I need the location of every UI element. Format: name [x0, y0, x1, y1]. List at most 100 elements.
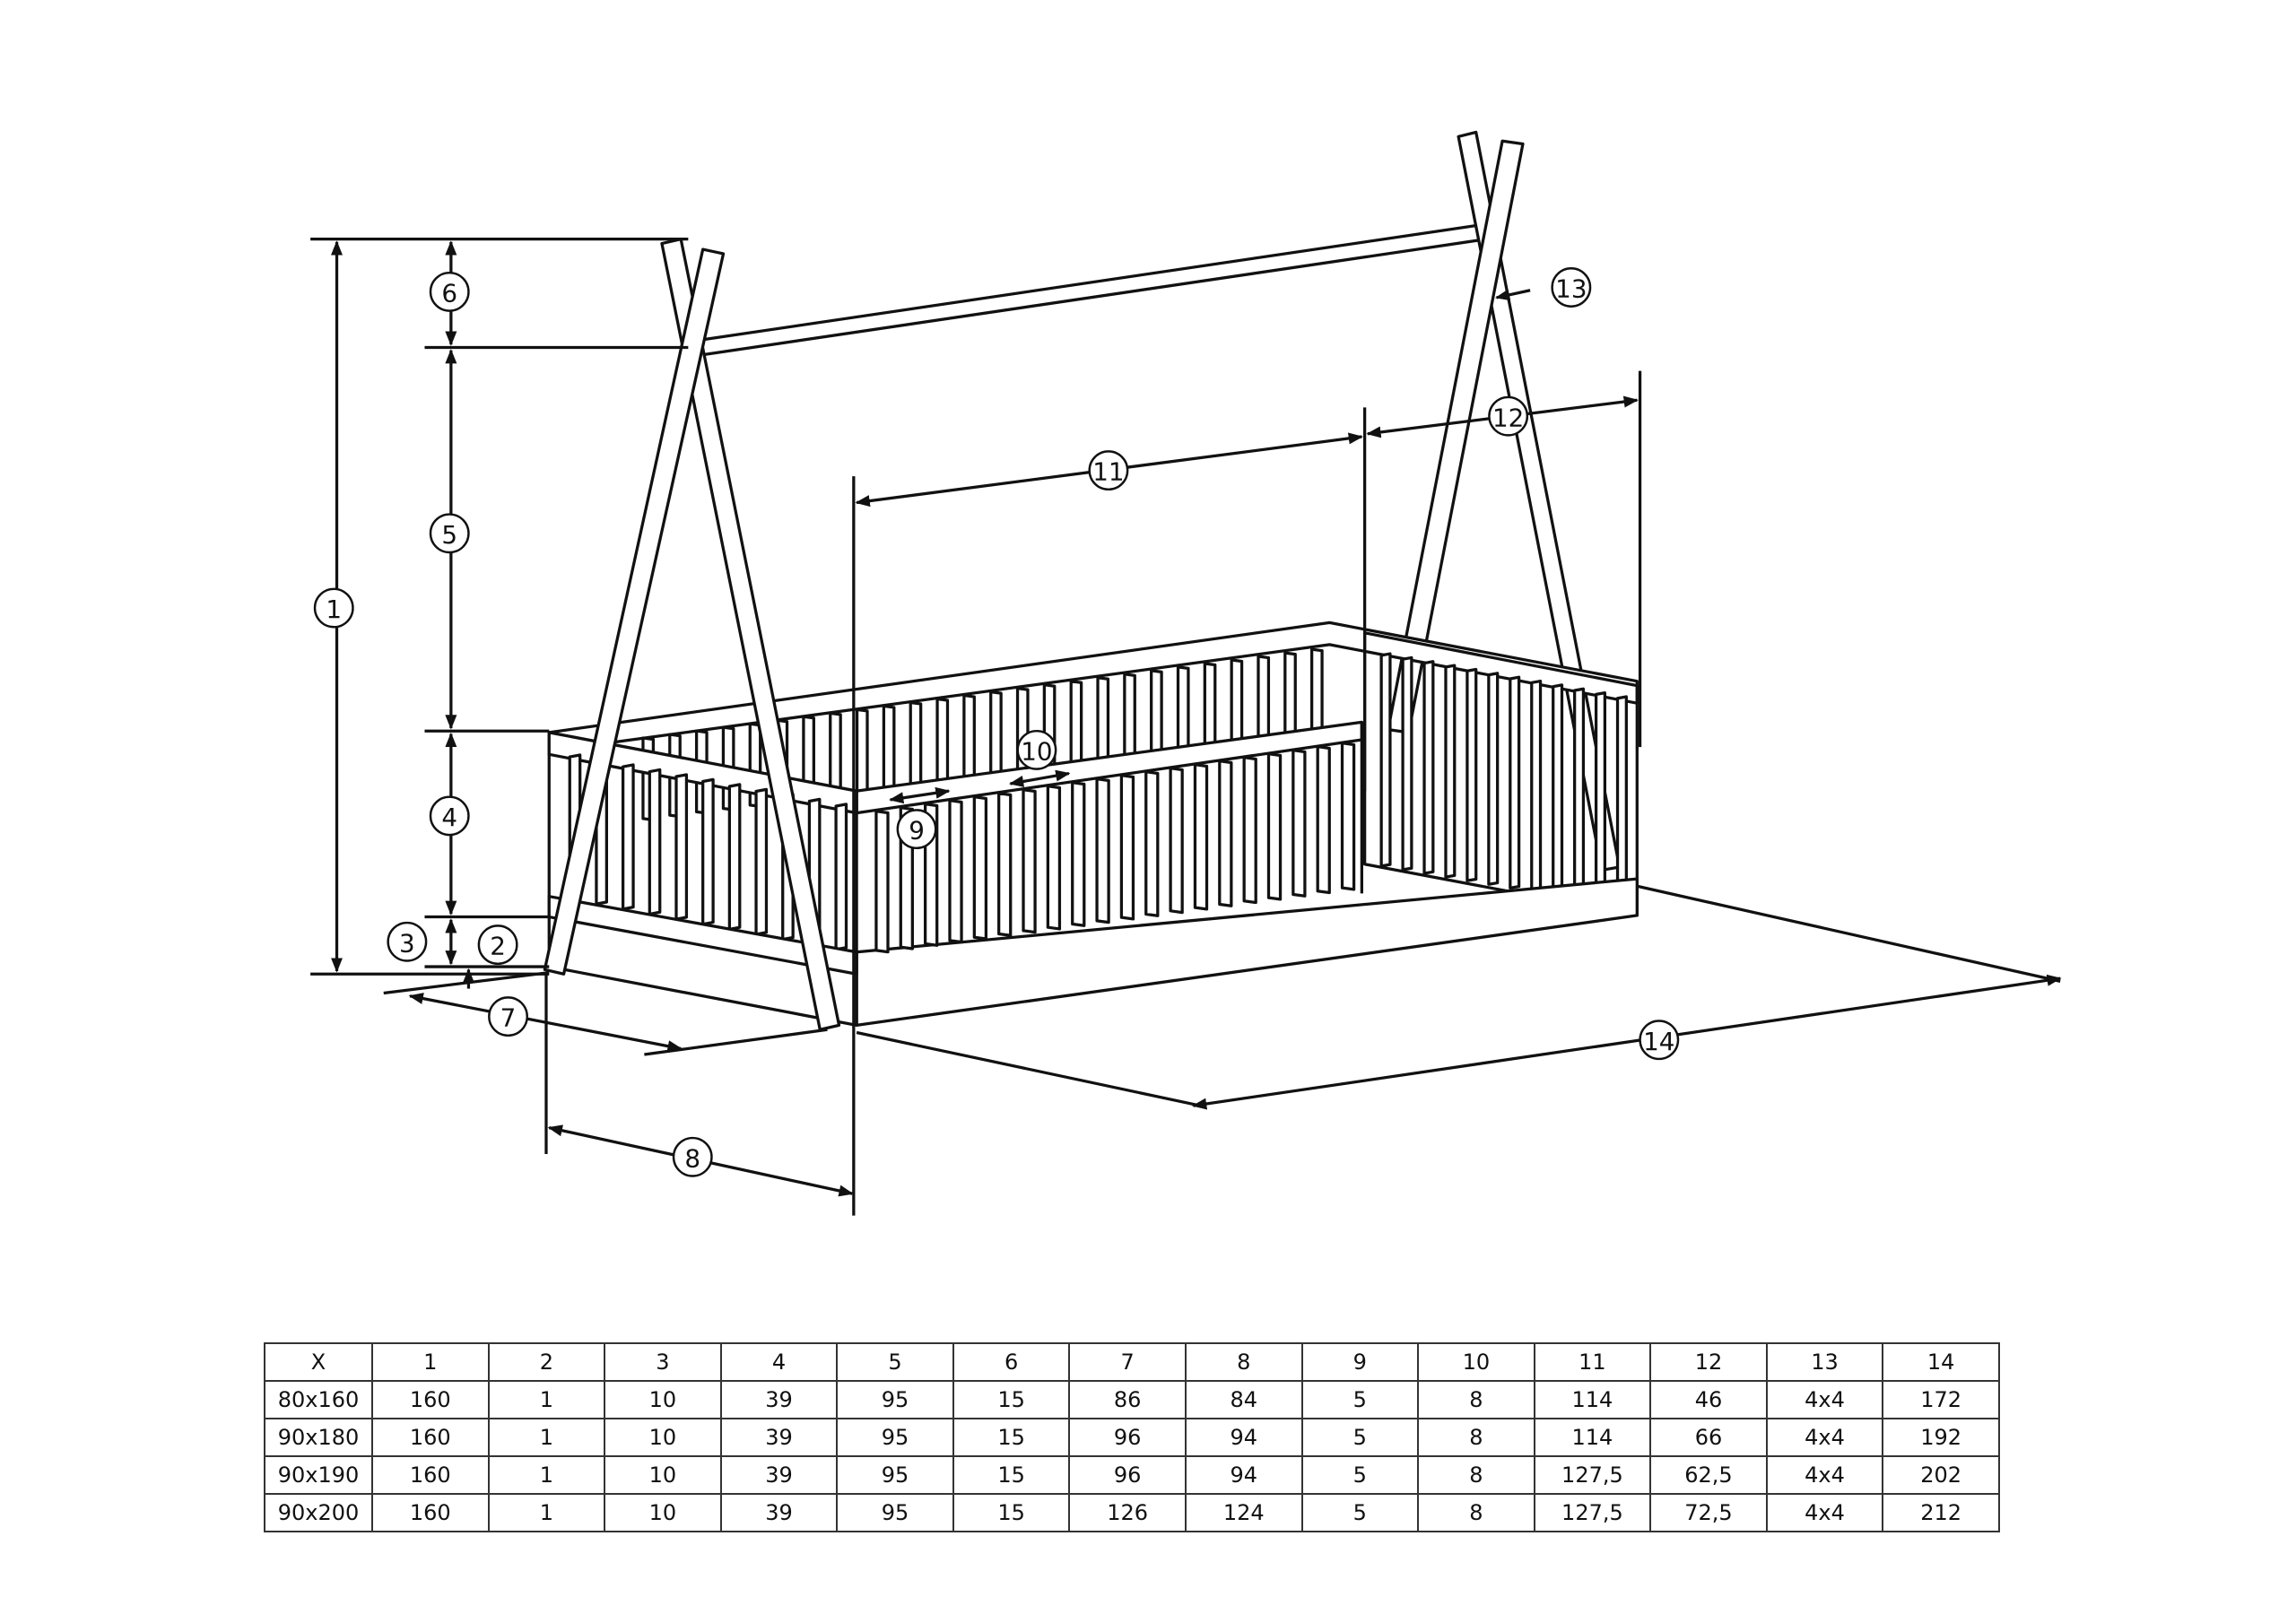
table-cell: 10: [604, 1455, 722, 1495]
table-cell: 1: [487, 1455, 606, 1495]
callout-10: 10: [1016, 729, 1057, 770]
slat: [834, 803, 848, 951]
header-cell: 14: [1882, 1342, 2000, 1382]
slat: [1257, 655, 1271, 744]
slat: [1119, 774, 1135, 921]
header-cell: X: [264, 1342, 373, 1382]
slat: [1465, 667, 1478, 882]
slat: [621, 763, 635, 911]
table-cell: 90x190: [264, 1455, 373, 1495]
slat: [1615, 695, 1628, 908]
table-cell: 172: [1882, 1380, 2000, 1419]
slat: [1266, 752, 1283, 901]
table-cell: 160: [371, 1455, 490, 1495]
table-cell: 126: [1068, 1493, 1187, 1532]
table-cell: 39: [719, 1455, 839, 1495]
slat: [829, 711, 842, 798]
callout-circle: [313, 587, 354, 629]
slat: [1573, 687, 1586, 901]
table-cell: 10: [604, 1493, 722, 1532]
table-cell: 84: [1184, 1380, 1303, 1419]
callout-number: 6: [441, 279, 457, 308]
header-cell: 2: [487, 1342, 606, 1382]
slat: [727, 783, 742, 931]
callout-5: 5: [429, 513, 470, 554]
table-cell: 95: [836, 1455, 954, 1495]
slat: [1150, 669, 1163, 758]
table-cell: 10: [604, 1418, 722, 1457]
table-cell: 15: [952, 1493, 1071, 1532]
callout-circle: [1088, 450, 1129, 491]
slat: [1095, 777, 1110, 924]
slat: [1552, 683, 1564, 898]
table-cell: 160: [371, 1493, 490, 1532]
slat: [1242, 756, 1257, 905]
slat: [997, 792, 1013, 937]
slat: [1283, 651, 1297, 741]
callout-6: 6: [429, 271, 470, 312]
table-cell: 95: [836, 1418, 954, 1457]
slat: [874, 810, 890, 954]
table-cell: 5: [1300, 1455, 1420, 1495]
table-cell: 8: [1417, 1493, 1535, 1532]
callout-3: 3: [387, 921, 428, 962]
table-cell: 66: [1649, 1418, 1768, 1457]
left-frame-leg-back: [660, 238, 841, 1031]
slat: [1487, 672, 1500, 886]
header-cell: 10: [1417, 1342, 1535, 1382]
slat: [989, 690, 1003, 778]
callout-circle: [672, 1136, 713, 1177]
slat: [1203, 662, 1217, 751]
table-cell: 90x200: [264, 1493, 373, 1532]
slat: [962, 693, 976, 781]
table-cell: 10: [604, 1380, 722, 1419]
callout-number: 2: [490, 932, 506, 961]
table-cell: 1: [487, 1493, 606, 1532]
header-cell: 13: [1765, 1342, 1884, 1382]
table-cell: 46: [1649, 1380, 1768, 1419]
slat: [1176, 665, 1190, 754]
callout-number: 14: [1643, 1027, 1674, 1056]
callout-number: 9: [909, 816, 925, 846]
slat: [1218, 759, 1233, 907]
slat: [1230, 658, 1244, 748]
table-cell: 1: [487, 1380, 606, 1419]
callout-number: 4: [441, 803, 457, 832]
callout-circle: [1639, 1020, 1680, 1061]
slat: [1316, 744, 1331, 895]
header-cell: 1: [371, 1342, 490, 1382]
table-cell: 4x4: [1765, 1493, 1884, 1532]
table-cell: 114: [1533, 1380, 1652, 1419]
callout-8: 8: [672, 1136, 713, 1177]
table-cell: 114: [1533, 1418, 1652, 1457]
callout-number: 13: [1555, 274, 1587, 304]
table-cell: 94: [1184, 1418, 1303, 1457]
table-cell: 39: [719, 1493, 839, 1532]
callout-7: 7: [488, 996, 528, 1037]
table-cell: 95: [836, 1493, 954, 1532]
table-cell: 127,5: [1533, 1493, 1652, 1532]
header-cell: 4: [719, 1342, 839, 1382]
callout-circle: [896, 809, 937, 850]
slat: [1193, 762, 1209, 911]
table-cell: 95: [836, 1380, 954, 1419]
slat: [1340, 742, 1356, 891]
slat: [648, 768, 662, 916]
table-cell: 8: [1417, 1418, 1535, 1457]
table-cell: 96: [1068, 1418, 1187, 1457]
callout-9: 9: [896, 809, 937, 850]
callout-circle: [1551, 267, 1592, 308]
callout-4: 4: [429, 795, 470, 837]
callout-2: 2: [477, 924, 518, 966]
slat: [1444, 664, 1457, 879]
slat: [1144, 770, 1160, 917]
slat: [1401, 655, 1413, 872]
callout-number: 1: [326, 595, 342, 624]
slat: [1594, 690, 1607, 905]
table-cell: 62,5: [1649, 1455, 1768, 1495]
